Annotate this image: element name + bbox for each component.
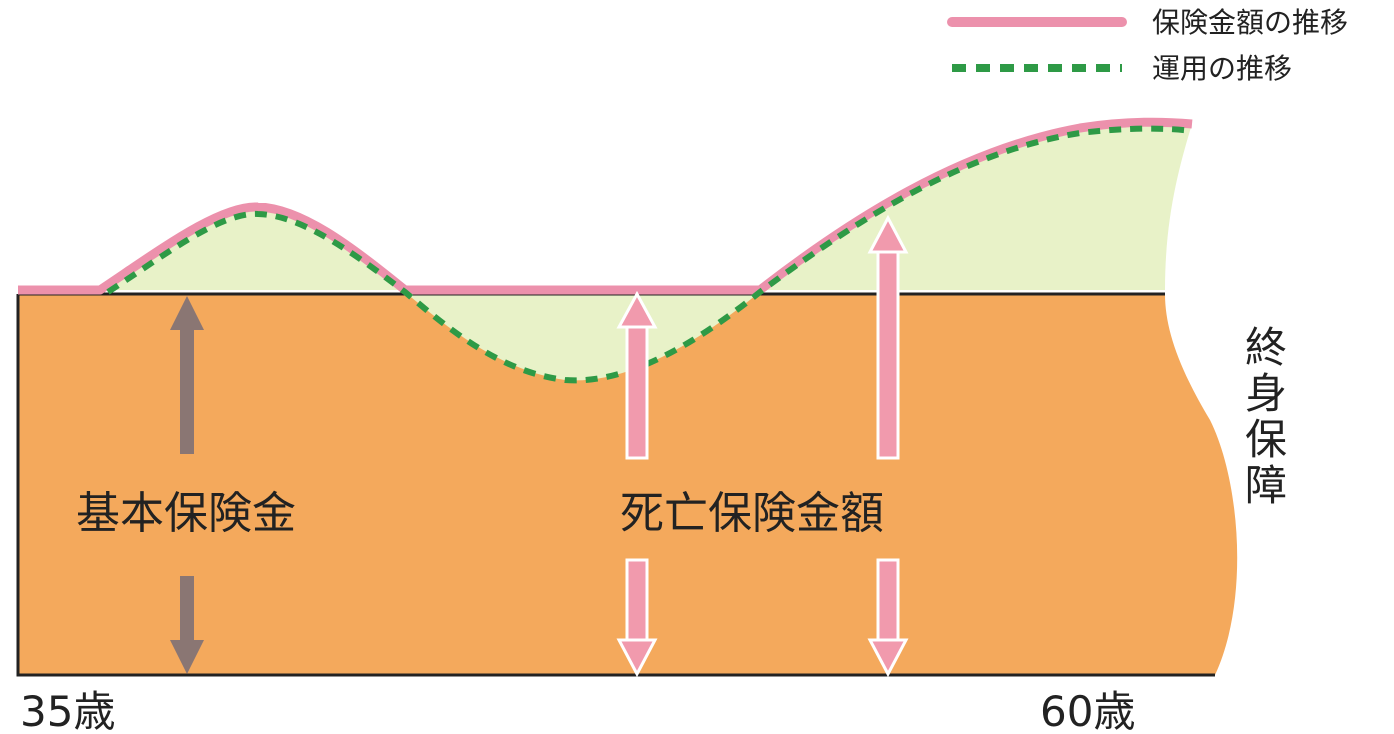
death-arrow2-up-head <box>867 214 909 254</box>
death-arrow2-up-shaft <box>876 248 900 460</box>
basic-arrow-down-shaft <box>180 576 194 642</box>
death-benefit-label: 死亡保険金額 <box>620 488 884 539</box>
death-arrow1-up-shaft <box>625 323 649 460</box>
death-arrow1-down-shaft <box>625 558 649 644</box>
basic-insurance-arrows <box>170 296 204 674</box>
death-arrow2-down-shaft <box>876 558 900 644</box>
investment-dip-area <box>405 292 760 381</box>
lifetime-coverage-char: 終 <box>1245 323 1287 372</box>
investment-line <box>106 125 1193 384</box>
legend-insurance-label: 保険金額の推移 <box>1152 6 1348 39</box>
death-arrow1-down-head <box>616 638 658 678</box>
lifetime-coverage-char: 障 <box>1245 461 1287 510</box>
start-age-label: 35歳 <box>20 687 115 734</box>
legend-investment-label: 運用の推移 <box>1152 52 1292 85</box>
end-age-label: 60歳 <box>1040 687 1135 734</box>
basic-arrow-up-head <box>170 296 204 330</box>
death-arrow1-up-head <box>616 290 658 329</box>
death-arrow2-down-head <box>867 638 909 678</box>
lifetime-coverage-char: 保 <box>1245 415 1287 464</box>
lifetime-coverage-char: 身 <box>1245 369 1287 418</box>
basic-arrow-down-head <box>170 640 204 674</box>
base-coverage-area <box>18 294 1238 675</box>
legend: 保険金額の推移 運用の推移 <box>947 6 1348 85</box>
death-benefit-arrows <box>616 214 909 678</box>
basic-arrow-up-shaft <box>180 328 194 454</box>
basic-insurance-label: 基本保険金 <box>76 488 296 539</box>
